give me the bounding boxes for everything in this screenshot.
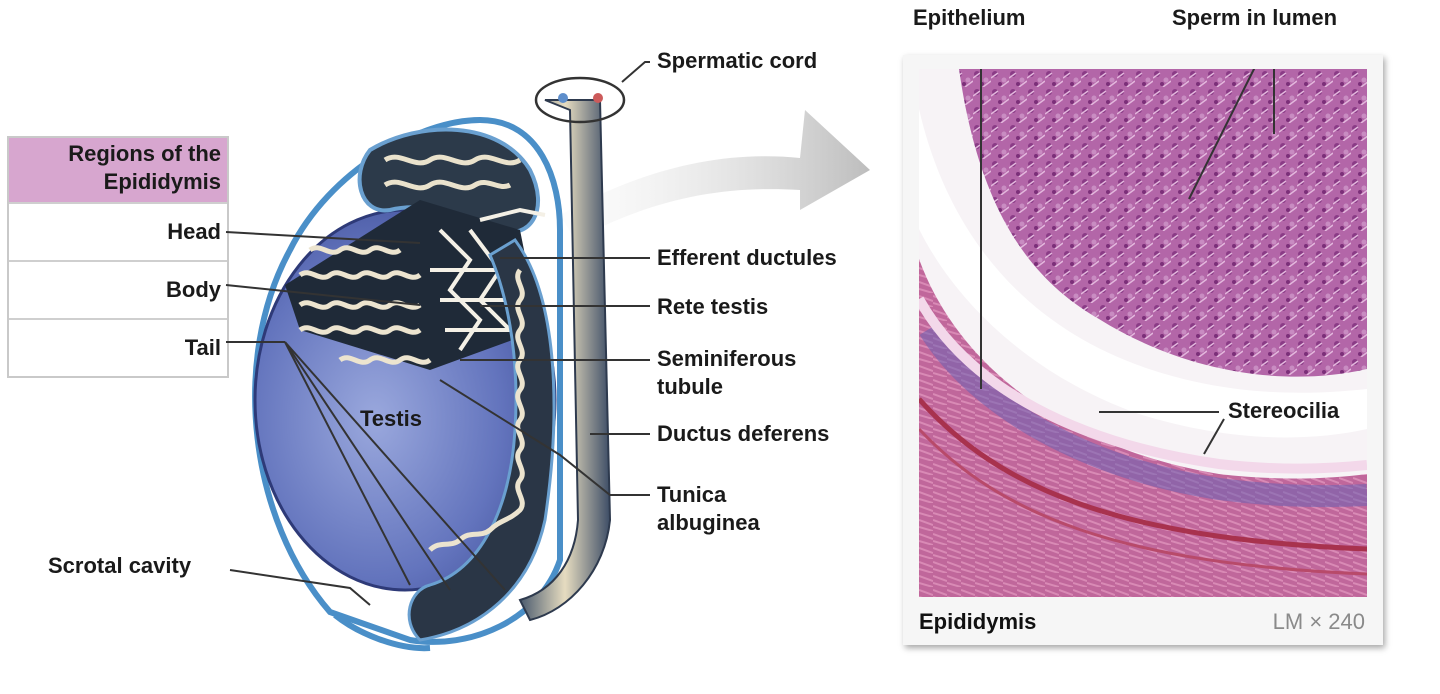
label-stereocilia: Stereocilia [1228,398,1340,423]
label-ductus-deferens: Ductus deferens [657,421,830,446]
region-row-tail: Tail [9,318,227,376]
label-seminiferous-tubule: Seminiferous tubule [657,346,797,399]
regions-table: Regions of the Epididymis Head Body Tail [7,136,229,378]
epididymis-micrograph [919,69,1367,597]
micrograph-caption: Epididymis [919,609,1037,634]
testis-illustration [225,61,870,652]
label-scrotal-cavity: Scrotal cavity [48,553,192,578]
label-rete-testis: Rete testis [657,294,769,319]
label-efferent-ductules: Efferent ductules [657,245,837,270]
micrograph-magnification: LM × 240 [1272,609,1365,634]
label-spermatic-cord: Spermatic cord [657,48,818,73]
micrograph-panel: Epididymis LM × 240 [903,55,1383,645]
rete-testis-shape [430,207,546,352]
region-row-body: Body [9,260,227,318]
ductus-deferens-shape [518,99,612,622]
label-epithelium: Epithelium [913,5,1026,30]
magnify-arrow-icon [560,110,870,240]
region-row-head: Head [9,202,227,260]
spermatic-cord-ring-shape [534,76,626,124]
regions-table-header: Regions of the Epididymis [9,138,227,202]
label-testis: Testis [360,406,422,431]
leader-lines [225,61,650,606]
label-tunica-albuginea: Tunica albuginea [657,482,760,535]
label-sperm-in-lumen: Sperm in lumen [1172,5,1338,30]
